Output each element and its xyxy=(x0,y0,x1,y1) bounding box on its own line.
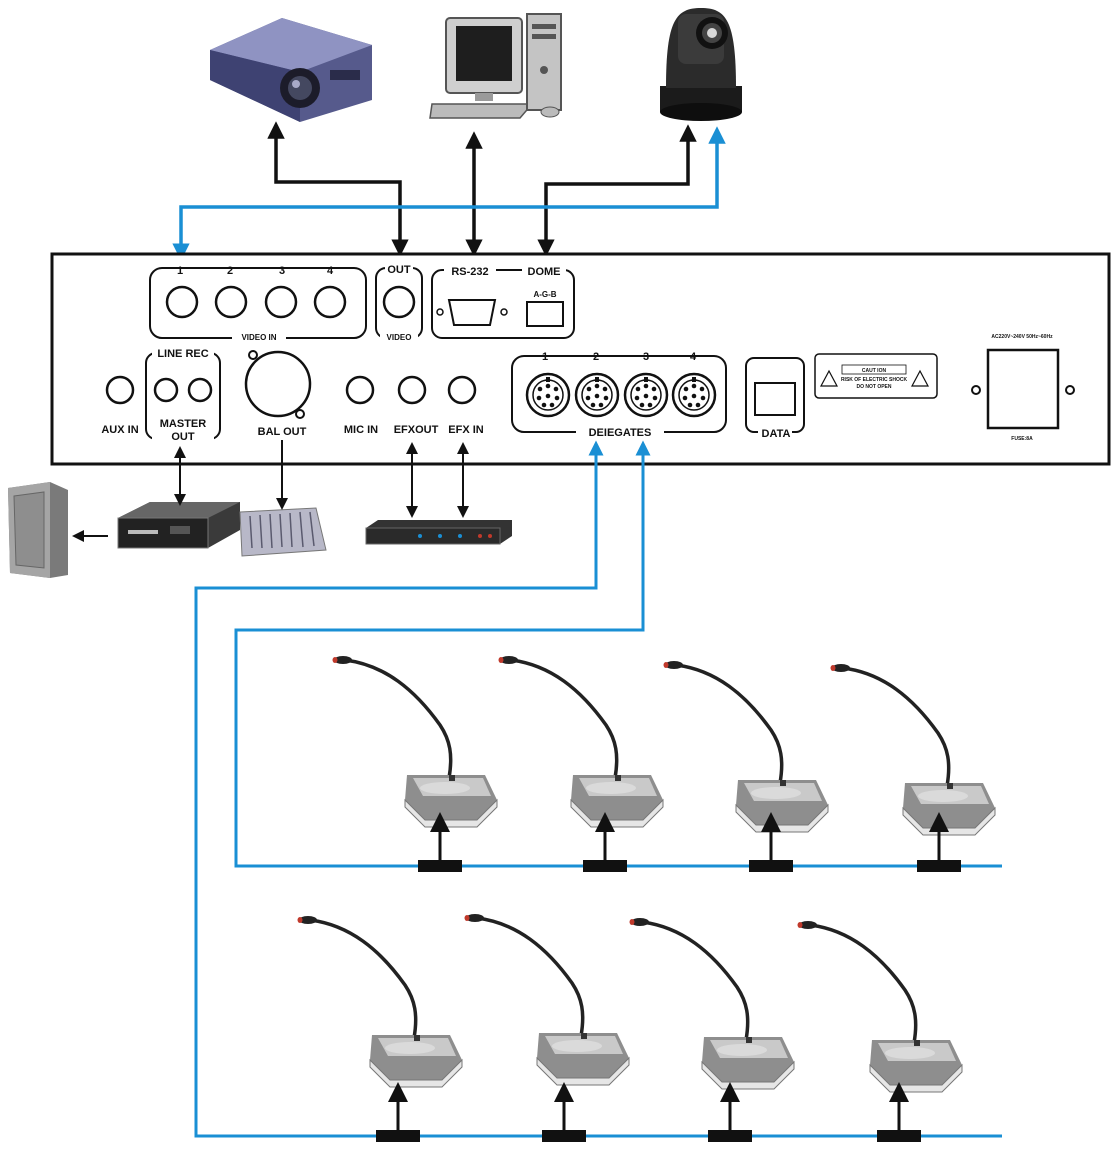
delegate-unit-5 xyxy=(295,914,464,1089)
projector-link xyxy=(267,121,409,257)
mic-in-label: MIC IN xyxy=(344,424,378,436)
delegate-port-2 xyxy=(574,372,620,418)
caution-label: CAUT ION RISK OF ELECTRIC SHOCK DO NOT O… xyxy=(814,353,938,399)
power-spec-label: AC220V~240V 50Hz~60Hz xyxy=(991,334,1053,340)
video-in-port-4 xyxy=(313,285,347,319)
efx-out-label: EFXOUT xyxy=(394,424,439,436)
delegate-unit-2 xyxy=(496,654,665,829)
mixer-icon xyxy=(239,507,327,557)
caution-warning-icon xyxy=(911,369,929,387)
delegate-unit-4 xyxy=(828,662,997,837)
dome-label: DOME xyxy=(528,266,561,278)
data-port-group: DATA xyxy=(745,357,805,440)
delegate-port-3 xyxy=(623,372,669,418)
video-in-number-3: 3 xyxy=(279,265,285,277)
delegate-bus-1 xyxy=(194,440,1002,1138)
aux-in-port xyxy=(105,375,135,405)
video-in-number-4: 4 xyxy=(327,265,334,277)
video-in-port-1 xyxy=(165,285,199,319)
efx-in-label: EFX IN xyxy=(448,424,484,436)
delegates-group: 1 2 3 4 DEIEGATES xyxy=(511,351,727,439)
delegate-unit-7 xyxy=(627,916,796,1091)
host-rear-panel: 1 2 3 4 VIDEO IN OUT VIDEO RS-232 DO xyxy=(50,252,1111,466)
amplifier-icon xyxy=(117,502,240,549)
video-out-bottom-label: VIDEO xyxy=(387,333,412,342)
line-rec-port-right xyxy=(187,377,213,403)
video-out-group: OUT VIDEO xyxy=(375,262,423,343)
delegate-number-4: 4 xyxy=(690,351,697,363)
aux-in-label: AUX IN xyxy=(101,424,138,436)
video-in-number-2: 2 xyxy=(227,265,233,277)
caution-title: CAUT ION xyxy=(862,368,887,374)
data-port xyxy=(754,382,796,416)
fuse-label: FUSE:8A xyxy=(1011,436,1033,442)
data-label: DATA xyxy=(762,428,791,440)
delegate-unit-6 xyxy=(462,912,631,1087)
line-rec-master-out-group: LINE REC MASTER OUT xyxy=(145,346,221,444)
camera-video-link xyxy=(172,126,726,261)
delegates-label: DEIEGATES xyxy=(589,427,652,439)
delegate-port-4 xyxy=(671,372,717,418)
efx-out-port xyxy=(397,375,427,405)
delegate-tap-7 xyxy=(706,1080,754,1144)
master-out-label-1: MASTER xyxy=(160,418,207,430)
dome-camera-icon xyxy=(660,8,742,121)
line-rec-label: LINE REC xyxy=(157,348,208,360)
delegate-tap-6 xyxy=(540,1080,588,1144)
bal-out-label: BAL OUT xyxy=(258,426,307,438)
rs232-port xyxy=(447,299,497,326)
delegate-number-2: 2 xyxy=(593,351,599,363)
delegate-number-1: 1 xyxy=(542,351,548,363)
video-in-group: 1 2 3 4 VIDEO IN xyxy=(149,265,367,343)
video-in-label: VIDEO IN xyxy=(241,333,276,342)
efx-in-port xyxy=(447,375,477,405)
bal-out-connector: BAL OUT xyxy=(244,350,312,438)
delegate-unit-1 xyxy=(330,654,499,829)
rs232-dome-group: RS-232 DOME A-G-B xyxy=(431,264,575,339)
delegate-unit-8 xyxy=(795,919,964,1094)
rs232-label: RS-232 xyxy=(451,266,488,278)
video-out-port xyxy=(382,285,416,319)
dome-port xyxy=(526,301,564,327)
video-in-port-2 xyxy=(214,285,248,319)
delegate-number-3: 3 xyxy=(643,351,649,363)
video-out-top-label: OUT xyxy=(387,264,411,276)
line-rec-port-left xyxy=(153,377,179,403)
effects-unit-icon xyxy=(365,520,512,545)
delegate-port-1 xyxy=(525,372,571,418)
delegate-unit-3 xyxy=(661,659,830,834)
projector-icon xyxy=(210,18,372,122)
camera-control-link xyxy=(537,124,697,257)
delegate-tap-5 xyxy=(374,1080,422,1144)
caution-line-1: RISK OF ELECTRIC SHOCK xyxy=(841,377,908,383)
mic-in-port xyxy=(345,375,375,405)
agb-label: A-G-B xyxy=(533,290,556,299)
video-in-number-1: 1 xyxy=(177,265,183,277)
video-in-port-3 xyxy=(264,285,298,319)
caution-line-2: DO NOT OPEN xyxy=(856,384,891,390)
computer-icon xyxy=(429,13,562,119)
speaker-icon xyxy=(8,482,68,578)
power-inlet: AC220V~240V 50Hz~60Hz FUSE:8A xyxy=(971,334,1075,442)
delegate-bus-2 xyxy=(234,440,1002,868)
master-out-label-2: OUT xyxy=(171,431,195,443)
shock-warning-icon xyxy=(820,369,838,387)
